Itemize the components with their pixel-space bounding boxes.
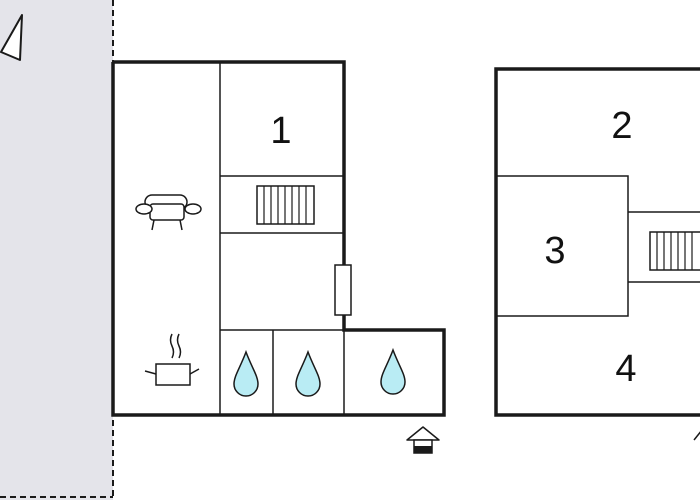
water-drop-icon	[233, 349, 259, 397]
compass-north-icon	[0, 14, 23, 61]
outer-wall	[494, 67, 700, 417]
sofa-icon	[135, 194, 202, 231]
room-number-4: 4	[615, 348, 636, 390]
outer-wall	[111, 60, 446, 417]
staircase-icon	[649, 231, 700, 271]
left-building	[111, 60, 446, 417]
cooking-pot-icon	[144, 333, 200, 386]
right-building	[494, 67, 700, 417]
entrance-icon	[406, 426, 440, 454]
room-number-2: 2	[611, 105, 632, 147]
room-number-3: 3	[544, 230, 565, 272]
door-icon	[334, 264, 352, 316]
room-number-1: 1	[270, 110, 291, 152]
staircase-icon	[256, 185, 315, 225]
water-drop-icon	[380, 347, 406, 395]
interior-wall	[496, 175, 629, 317]
entrance-icon	[693, 431, 700, 441]
terrace-area	[0, 0, 114, 500]
water-drop-icon	[295, 349, 321, 397]
